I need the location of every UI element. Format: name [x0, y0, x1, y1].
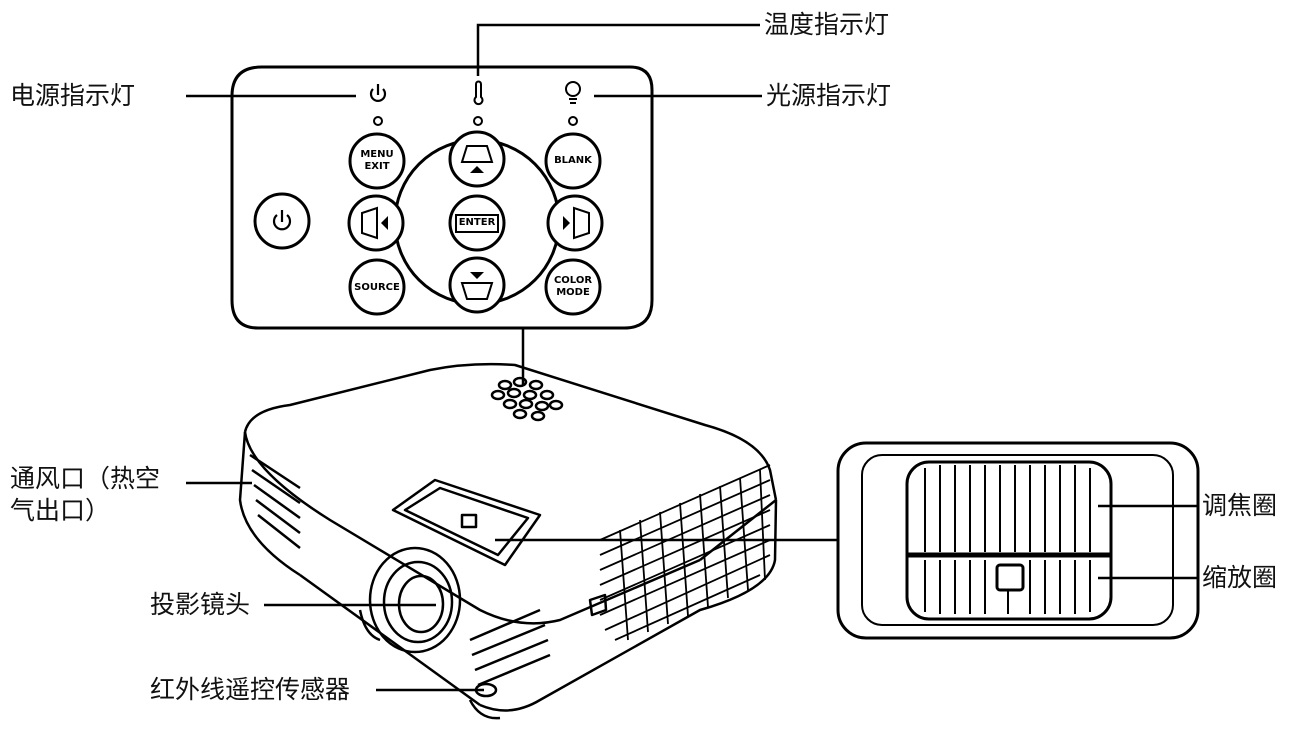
keystone-down-button	[448, 256, 506, 314]
ir-sensor-label: 红外线遥控传感器	[150, 675, 351, 704]
menu-exit-label: MENU EXIT	[355, 149, 399, 173]
zoom-ring-label: 缩放圈	[1202, 563, 1278, 592]
zoom-ring	[924, 560, 1091, 614]
blank-label: BLANK	[554, 155, 592, 166]
source-button	[348, 258, 406, 316]
enter-label: ENTER	[458, 217, 496, 228]
focus-ring	[924, 465, 1091, 552]
vent-label-line1: 通风口（热空	[10, 464, 161, 493]
power-icon	[272, 210, 292, 231]
enter-button	[448, 194, 506, 252]
power-icon	[369, 84, 387, 102]
light-indicator-label: 光源指示灯	[766, 81, 892, 110]
thermometer-icon	[473, 80, 484, 106]
control-panel	[230, 65, 654, 330]
blank-button	[544, 132, 602, 190]
vent-label: 通风口（热空 气出口）	[10, 463, 160, 527]
keystone-down-icon	[460, 272, 494, 300]
keystone-up-button	[448, 130, 506, 188]
callout-lines	[186, 23, 1198, 692]
color-mode-label: COLOR MODE	[548, 275, 598, 299]
lens-inset	[836, 441, 1200, 640]
color-mode-button	[544, 258, 602, 316]
projection-lens-label: 投影镜头	[150, 590, 251, 619]
keystone-up-icon	[460, 145, 494, 173]
mode-label: MODE	[556, 287, 590, 298]
focus-ring-label: 调焦圈	[1202, 491, 1278, 520]
vent-label-line2: 气出口）	[10, 496, 111, 525]
light-led	[568, 116, 578, 126]
keystone-left-icon	[361, 206, 388, 240]
lamp-icon	[565, 81, 581, 104]
menu-label: MENU	[360, 149, 394, 160]
indicator-leds	[373, 116, 578, 126]
color-label: COLOR	[553, 275, 593, 286]
keystone-right-icon	[563, 206, 590, 240]
zoom-lever	[995, 563, 1025, 592]
menu-exit-button	[348, 132, 406, 190]
enter-frame	[455, 214, 499, 233]
source-label: SOURCE	[354, 282, 400, 293]
temp-led	[473, 116, 483, 126]
power-led	[373, 116, 383, 126]
side-vent-grille	[599, 464, 771, 641]
power-indicator-label: 电源指示灯	[10, 81, 136, 110]
temp-indicator-label: 温度指示灯	[764, 10, 890, 39]
exit-label: EXIT	[364, 161, 390, 172]
